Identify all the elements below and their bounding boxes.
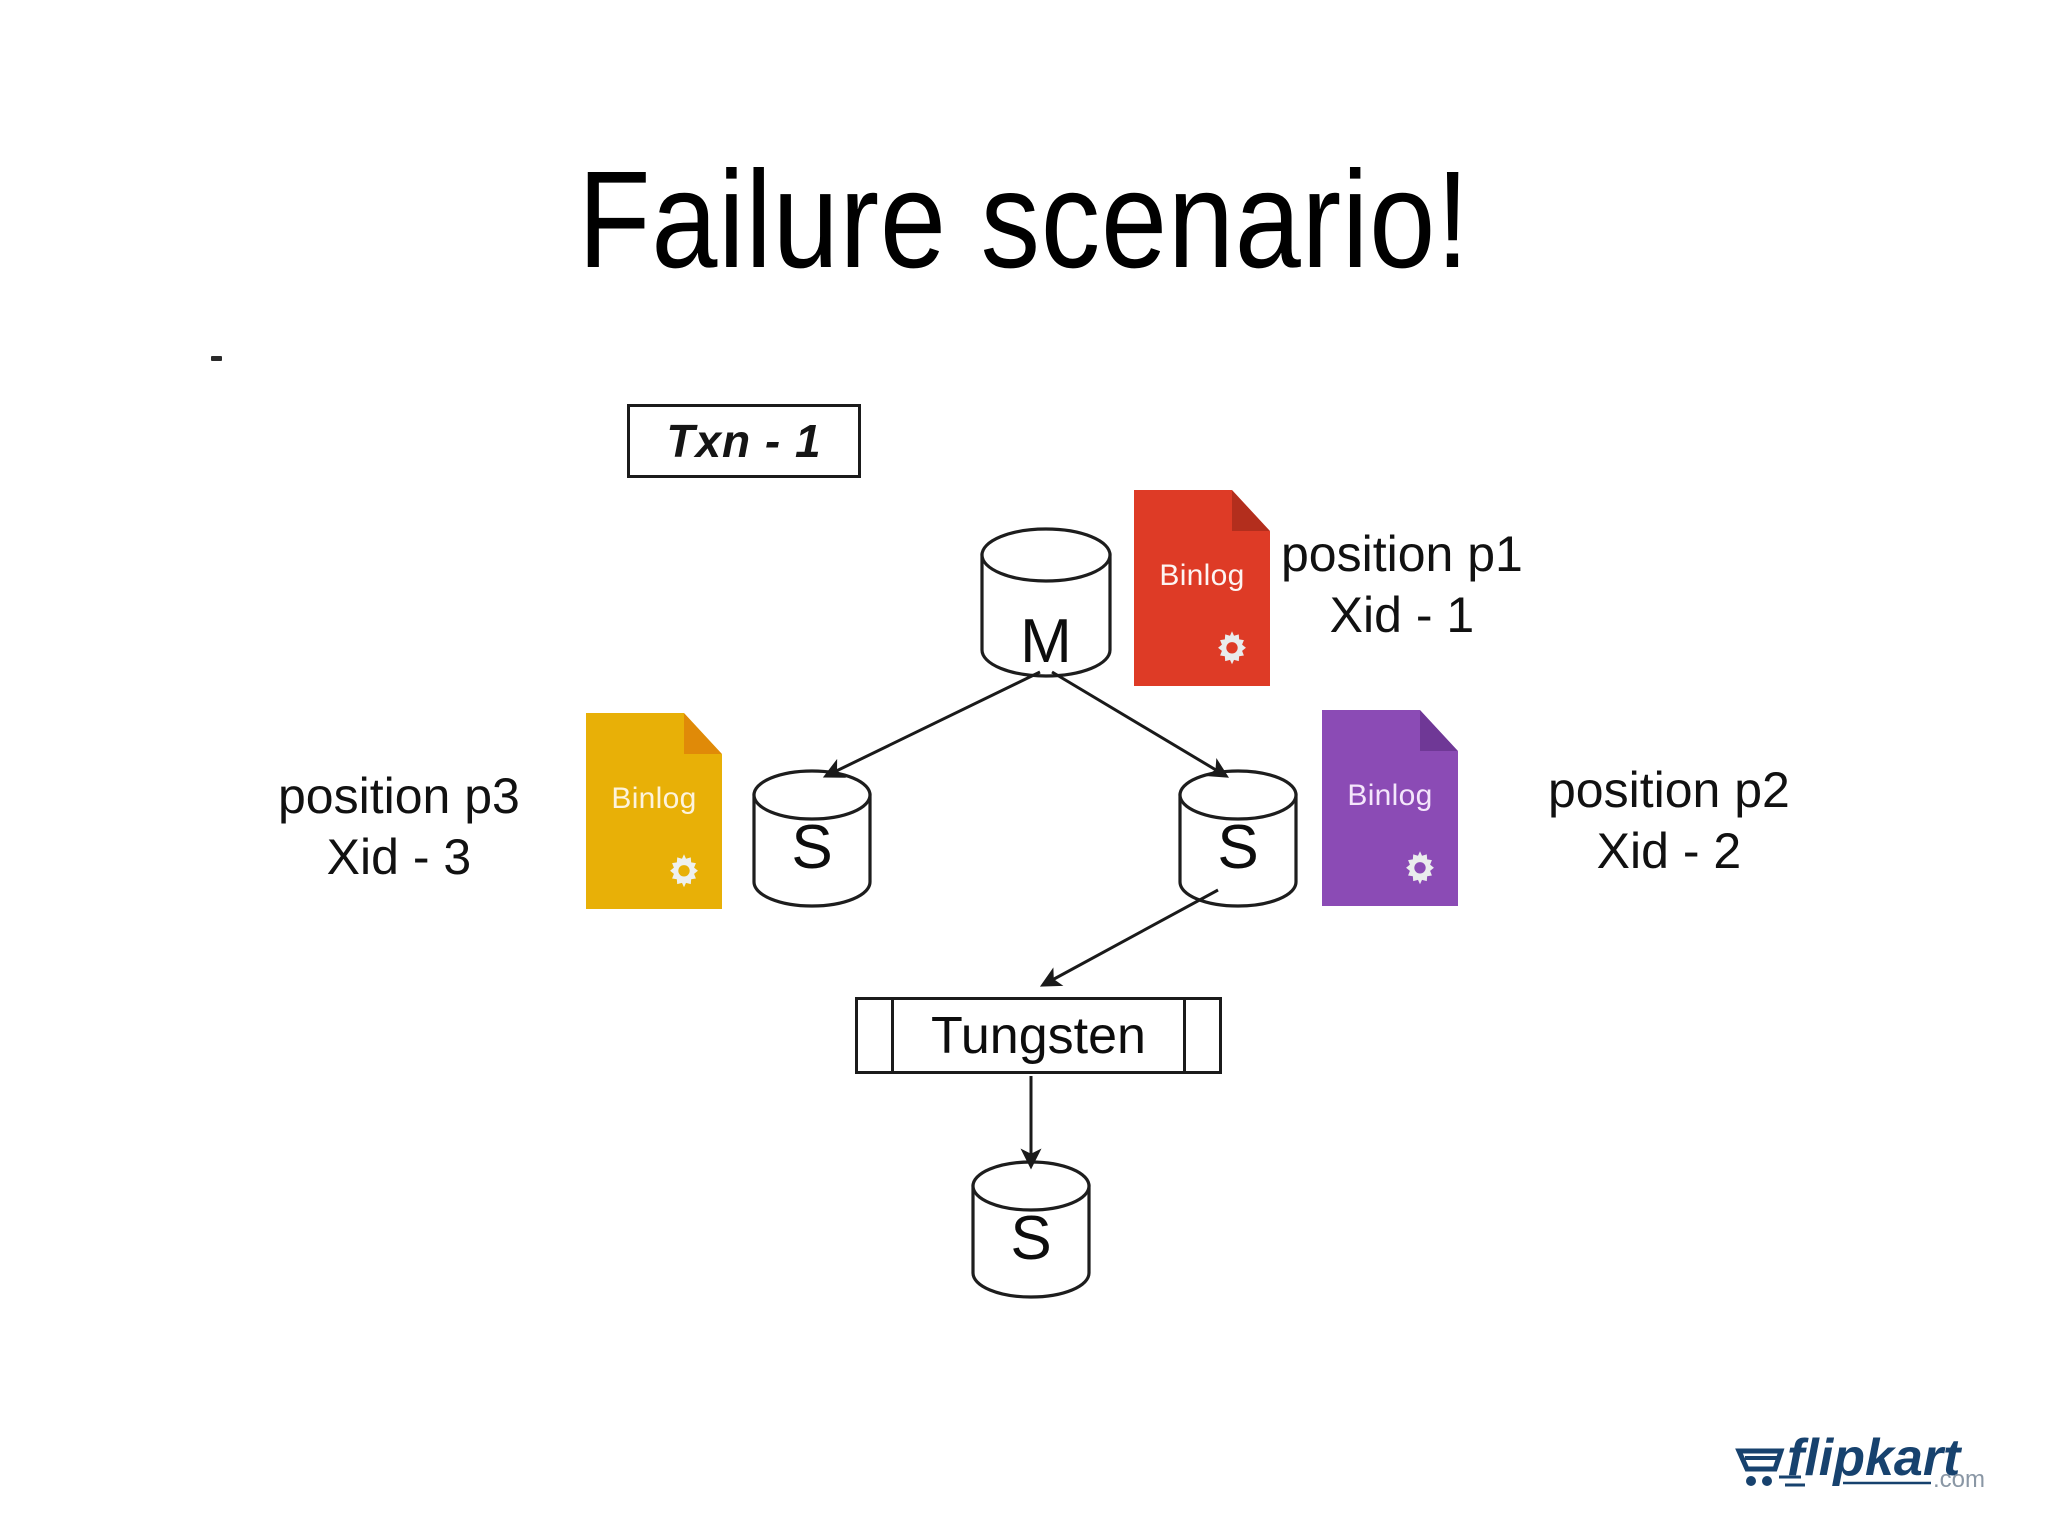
process-left-bar xyxy=(858,1000,894,1071)
tungsten-label: Tungsten xyxy=(931,1006,1146,1065)
db-label-slave-left: S xyxy=(791,813,833,882)
annotation-position-line: position p2 xyxy=(1548,762,1790,818)
db-cylinder-slave-left xyxy=(752,769,872,908)
edge-master-to-slave-right xyxy=(1051,670,1230,778)
binlog-fold-corner xyxy=(683,713,722,755)
edge-master-to-slave-left xyxy=(822,670,1041,778)
annotation-position-line: position p3 xyxy=(278,768,520,824)
binlog-label: Binlog xyxy=(1347,779,1433,813)
flipkart-logo: flipkart .com xyxy=(1735,1429,1985,1493)
binlog-icon-master[interactable]: Binlog xyxy=(1134,490,1270,686)
txn-label-text: Txn - 1 xyxy=(666,415,822,467)
gear-icon xyxy=(1406,851,1434,885)
db-label-master: M xyxy=(1020,607,1072,676)
process-right-bar xyxy=(1183,1000,1219,1071)
annotation-xid-line: Xid - 2 xyxy=(1596,823,1742,879)
binlog-fold-corner xyxy=(1419,710,1458,752)
binlog-fold-corner xyxy=(1231,490,1270,532)
txn-label-box: Txn - 1 xyxy=(627,404,861,478)
flipkart-suffix: .com xyxy=(1933,1466,1985,1493)
db-label-slave-right: S xyxy=(1217,813,1259,882)
binlog-icon-slave-left[interactable]: Binlog xyxy=(586,713,722,909)
stray-bullet-mark xyxy=(211,356,222,361)
db-cylinder-master xyxy=(980,527,1112,678)
gear-icon xyxy=(1218,631,1246,665)
annotation-position-line: position p1 xyxy=(1281,526,1523,582)
binlog-label: Binlog xyxy=(1159,559,1245,593)
annotation-xid-line: Xid - 1 xyxy=(1329,587,1475,643)
edge-slave-right-to-tungsten xyxy=(1039,888,1219,987)
flipkart-wordmark: flipkart xyxy=(1787,1429,1963,1487)
db-cylinder-slave-bottom xyxy=(971,1160,1091,1299)
page-title: Failure scenario! xyxy=(578,143,1470,297)
gear-icon xyxy=(670,854,698,888)
tungsten-process-box: Tungsten xyxy=(855,997,1222,1074)
binlog-icon-slave-right[interactable]: Binlog xyxy=(1322,710,1458,906)
binlog-label: Binlog xyxy=(611,782,697,816)
annotation-position-p2: position p2 Xid - 2 xyxy=(1548,760,1790,882)
db-label-slave-bottom: S xyxy=(1010,1204,1052,1273)
db-cylinder-slave-right xyxy=(1178,769,1298,908)
shopping-cart-icon xyxy=(1735,1448,1805,1487)
annotation-position-p3: position p3 Xid - 3 xyxy=(278,766,520,888)
annotation-position-p1: position p1 Xid - 1 xyxy=(1281,524,1523,646)
annotation-xid-line: Xid - 3 xyxy=(326,829,472,885)
